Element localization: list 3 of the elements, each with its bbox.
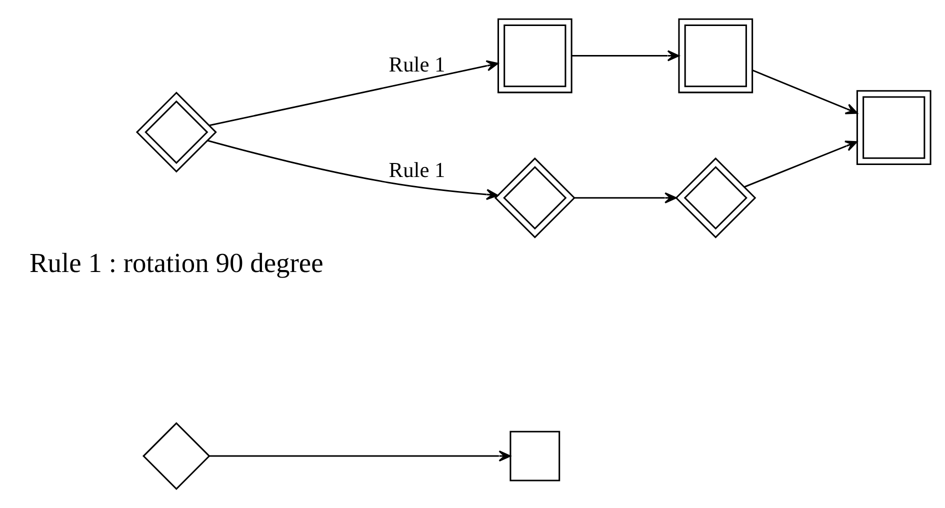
edge-label: Rule 1 [388, 158, 446, 182]
edge-label: Rule 1 [388, 52, 446, 76]
label: Rule 1 : rotation 90 degree [29, 248, 324, 278]
